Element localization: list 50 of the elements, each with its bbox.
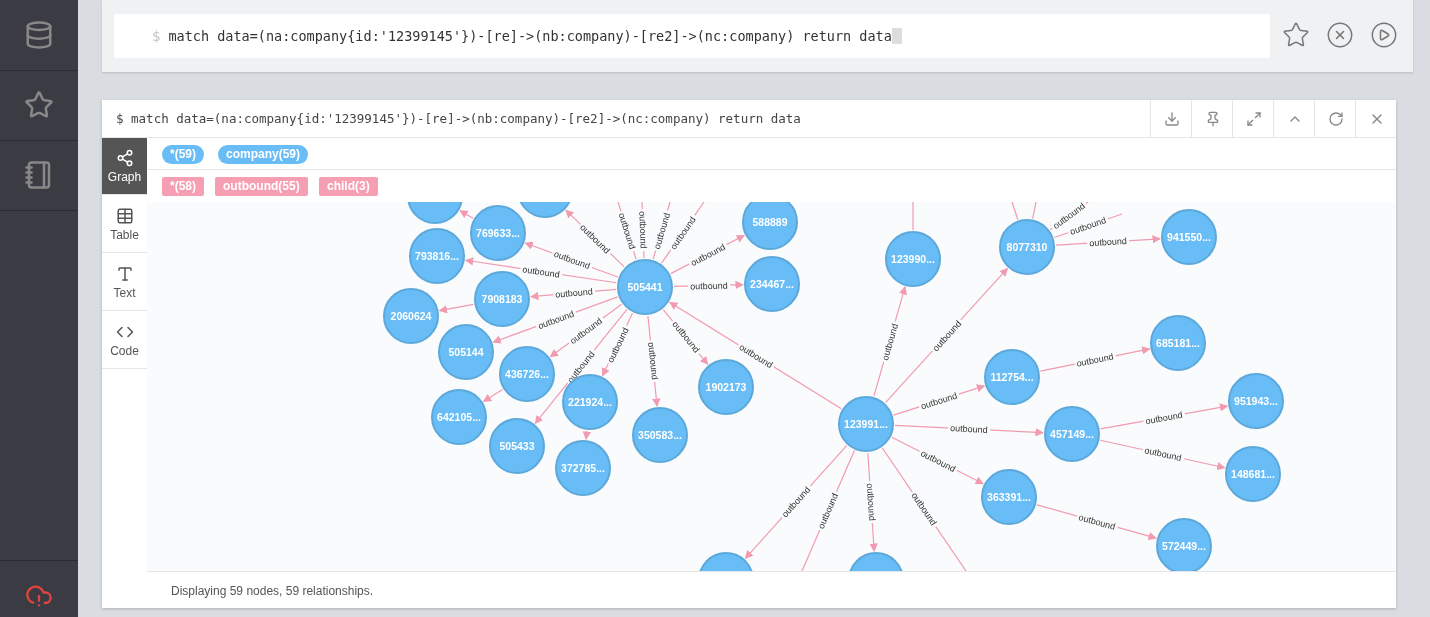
prompt-sign: $ — [152, 28, 161, 44]
graph-node: 148681... — [1225, 446, 1281, 502]
edge-label: outbound — [637, 209, 649, 251]
graph-node: 685181... — [1150, 315, 1206, 371]
view-tab: Graph — [102, 138, 147, 195]
graph-node: 8077310 — [999, 219, 1055, 275]
graph-node: 951943... — [1228, 373, 1284, 429]
relationship-tag: child(3) — [319, 177, 378, 196]
graph-node: 505433 — [489, 418, 545, 474]
relationship-tag: *(58) — [162, 177, 204, 196]
query-text: match data=(na:company{id:'12399145'})-[re]->(nb:company)-[re2]->(nc:company) return data — [168, 28, 902, 44]
frame-title: $ match data=(na:company{id:'12399145'})-[re]->(nb:company)-[re2]->(nc:company) return data — [116, 111, 801, 126]
relationship-arrow — [482, 388, 504, 403]
graph-node: 793816... — [409, 228, 465, 284]
graph-node: 372785... — [555, 440, 611, 496]
edge-label: outbound — [1086, 235, 1130, 249]
graph-node: 457149... — [1044, 406, 1100, 462]
view-tab: Code — [102, 312, 147, 369]
graph-node: 350583... — [632, 407, 688, 463]
edge-label: outbound — [552, 286, 595, 300]
edge-label: outbound — [864, 480, 878, 524]
label-tag: *(59) — [162, 145, 204, 164]
relationship-arrow — [582, 430, 592, 440]
status-text: Displaying 59 nodes, 59 relationships. — [171, 584, 374, 598]
graph-node: 1902173 — [698, 359, 754, 415]
graph-node: 123991... — [838, 396, 894, 452]
edge-label: outbound — [687, 280, 730, 291]
graph-node: 642105... — [431, 389, 487, 445]
relationship-tag: outbound(55) — [215, 177, 308, 196]
graph-node: 436726... — [499, 346, 555, 402]
edge-label: outbound — [645, 339, 660, 383]
edge-label: outbound — [1073, 350, 1117, 370]
graph-node: 505144 — [438, 324, 494, 380]
graph-node: 234467... — [744, 256, 800, 312]
graph-node: 769633... — [470, 205, 526, 261]
relationship-arrow — [438, 303, 475, 314]
edge-label: outbound — [948, 423, 990, 435]
graph-node: 112754... — [984, 349, 1040, 405]
graph-node: 363391... — [981, 469, 1037, 525]
relationship-arrow — [459, 210, 474, 219]
graph-node: 572449... — [1156, 518, 1212, 571]
view-tab: Text — [102, 254, 147, 311]
graph-node: 588889 — [742, 202, 798, 250]
graph-node: 2060624 — [383, 288, 439, 344]
graph-node: 941550... — [1161, 209, 1217, 265]
graph-node: 505441 — [617, 259, 673, 315]
edge-label: outbound — [1142, 408, 1186, 427]
graph-node: 123990... — [885, 231, 941, 287]
view-tab: Table — [102, 196, 147, 253]
label-tag: company(59) — [218, 145, 309, 164]
